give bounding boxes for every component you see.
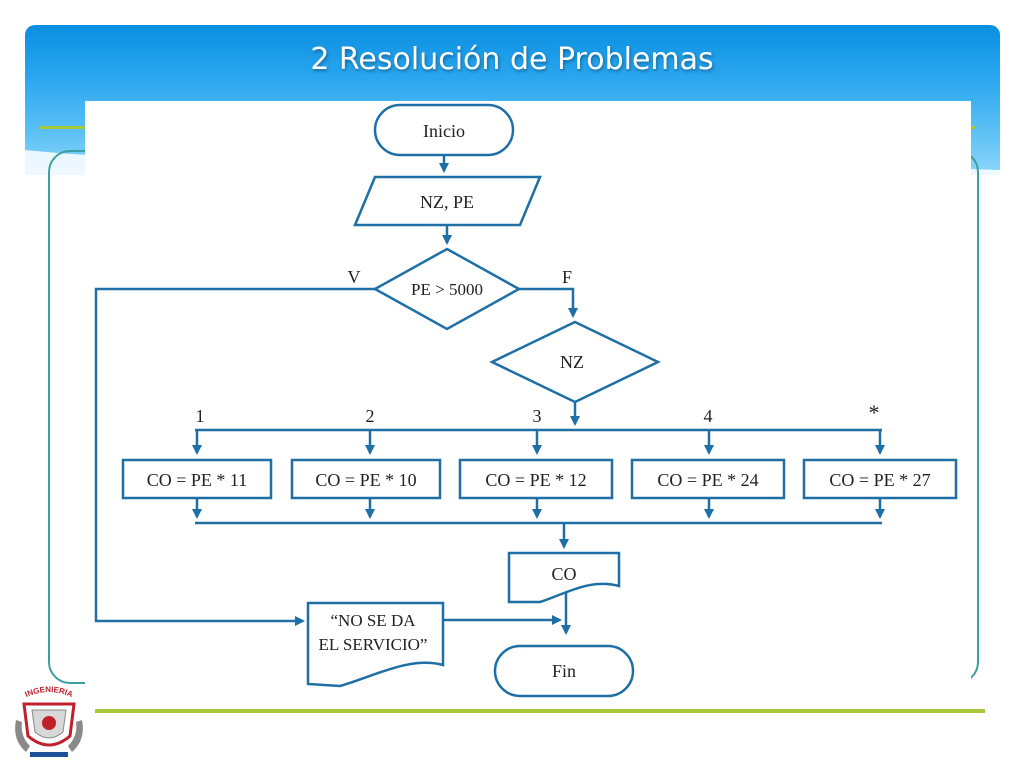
case-action-2: CO = PE * 10: [315, 470, 416, 490]
message-line-1: “NO SE DA: [331, 611, 417, 630]
case-action-1: CO = PE * 11: [147, 470, 248, 490]
unam-engineering-logo: INGENIERIA: [15, 685, 83, 757]
case-label-1: 1: [196, 406, 205, 426]
false-branch-label: F: [562, 267, 572, 287]
case-label-2: 2: [366, 406, 375, 426]
input-label: NZ, PE: [420, 192, 474, 212]
output-co-label: CO: [551, 564, 576, 584]
slide-title: 2 Resolución de Problemas: [310, 42, 714, 77]
case-action-4: CO = PE * 24: [657, 470, 758, 490]
case-label-4: 4: [704, 406, 713, 426]
case-action-default: CO = PE * 27: [829, 470, 930, 490]
logo-lettering: INGENIERIA: [24, 685, 75, 699]
case-label-default: *: [869, 400, 880, 425]
input-parallelogram: [353, 175, 542, 227]
case-label-3: 3: [533, 406, 542, 426]
case-action-3: CO = PE * 12: [485, 470, 586, 490]
decision-diamond-pe: [372, 247, 522, 331]
end-label: Fin: [552, 661, 576, 681]
output-document-co: [507, 551, 621, 604]
output-document-message: [306, 601, 445, 688]
process-box-case-2: [290, 458, 442, 500]
start-label: Inicio: [423, 121, 465, 141]
decision-nz-label: NZ: [560, 352, 584, 372]
end-terminator: [493, 644, 635, 698]
message-line-2: EL SERVICIO”: [319, 635, 428, 654]
bottom-accent-line: [95, 709, 985, 713]
decision-pe-label: PE > 5000: [411, 280, 483, 299]
true-branch-label: V: [348, 267, 361, 287]
